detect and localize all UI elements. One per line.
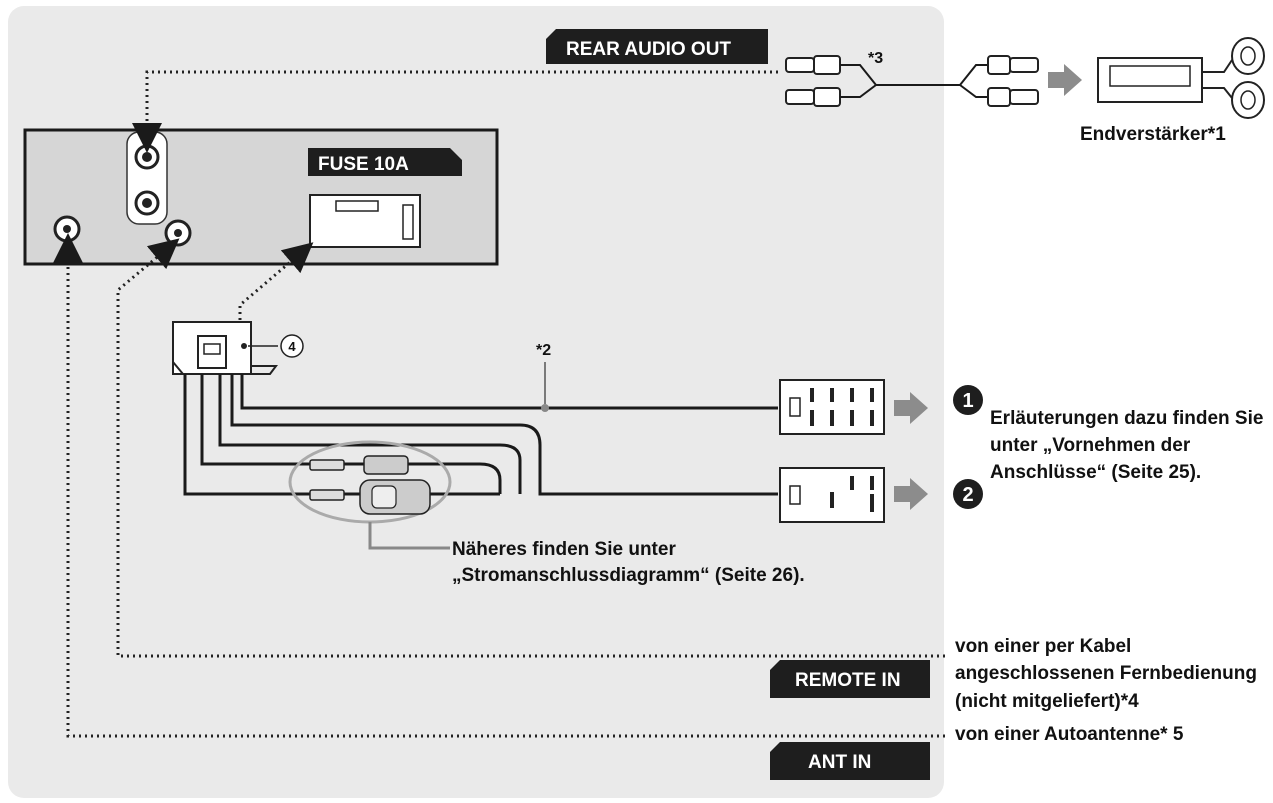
remote-dotted-line [116, 238, 945, 658]
ant-in-label: ANT IN [808, 752, 871, 773]
connector-2 [779, 467, 885, 523]
marker-2-label: 2 [962, 484, 973, 506]
marker-2-badge [953, 479, 983, 509]
power-callout-line [368, 522, 450, 550]
harness-connector [172, 321, 278, 375]
connections-line2: unter „Vornehmen der [990, 435, 1191, 456]
amplifier-arrow-icon [1048, 64, 1082, 96]
marker-1-badge [953, 385, 983, 415]
connections-line3: Anschlüsse“ (Seite 25). [990, 462, 1201, 483]
note-2-label: *2 [536, 342, 551, 359]
remote-in-tag: REMOTE IN [770, 660, 930, 698]
ant-in-tag: ANT IN [770, 742, 930, 780]
power-callout-line2: „Stromanschlussdiagramm“ (Seite 26). [452, 565, 805, 586]
connector-2-arrow-icon [894, 478, 928, 510]
connections-line1: Erläuterungen dazu finden Sie [990, 408, 1263, 429]
antenna-label: von einer Autoantenne* 5 [955, 724, 1184, 745]
connector-1-arrow-icon [894, 392, 928, 424]
remote-line2: angeschlossenen Fernbedienung [955, 663, 1257, 684]
amplifier-icon [1097, 37, 1265, 119]
remote-line3: (nicht mitgeliefert)*4 [955, 691, 1139, 712]
power-plugs [288, 440, 452, 524]
connector-1 [779, 379, 885, 435]
remote-in-label: REMOTE IN [795, 670, 901, 691]
remote-line1: von einer per Kabel [955, 636, 1131, 657]
power-callout-line1: Näheres finden Sie unter [452, 539, 676, 560]
circled-4-label: 4 [288, 339, 296, 354]
fuse-label: FUSE 10A [318, 154, 409, 175]
note-3-label: *3 [868, 50, 883, 67]
rear-audio-out-tag: REAR AUDIO OUT [546, 29, 768, 64]
amplifier-label: Endverstärker*1 [1080, 124, 1226, 145]
rear-audio-dotted-line [132, 70, 778, 153]
marker-1-label: 1 [962, 390, 973, 412]
antenna-dotted-line [53, 233, 945, 738]
rca-cable [785, 55, 1039, 107]
fuse-tag: FUSE 10A [308, 148, 462, 176]
rear-audio-out-label: REAR AUDIO OUT [566, 39, 731, 60]
